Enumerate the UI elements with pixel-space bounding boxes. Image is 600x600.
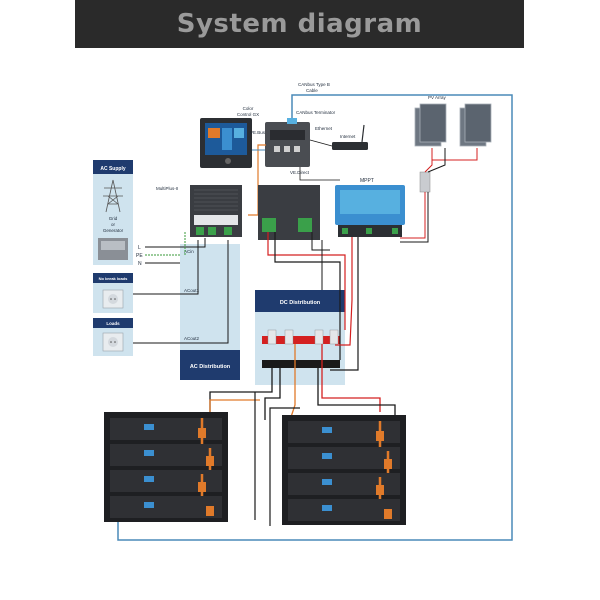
battery-rack-left: [104, 412, 228, 522]
router: Ethernet Internet: [309, 124, 368, 150]
svg-text:Color: Color: [243, 106, 254, 111]
pv-combiner: [419, 171, 431, 193]
color-control-gx: Color Control GX: [200, 106, 259, 168]
gx-hub: CANbus Type B Cable CANbus Terminator VE…: [250, 82, 336, 167]
ac-distribution-panel: AC Distribution ACin ACout1 ACout2: [180, 244, 240, 380]
pv-array: PV Array: [414, 95, 492, 193]
svg-text:ACin: ACin: [184, 249, 194, 254]
page-title: System diagram: [176, 9, 423, 39]
svg-text:MPPT: MPPT: [360, 178, 374, 184]
title-banner: System diagram: [75, 0, 524, 48]
svg-text:Cable: Cable: [306, 88, 318, 93]
solar-panel-icon: [414, 103, 447, 147]
svg-text:Loads: Loads: [106, 321, 120, 326]
svg-text:No break loads: No break loads: [99, 276, 128, 281]
battery-rack-right: [282, 415, 406, 525]
svg-text:or: or: [111, 222, 116, 227]
svg-text:VE.Bus: VE.Bus: [250, 130, 266, 135]
loads: Loads: [93, 318, 133, 356]
vebus-cable: [248, 144, 266, 216]
svg-text:CANbus Terminator: CANbus Terminator: [296, 110, 336, 115]
ac-supply-panel: AC Supply Grid or Generator: [93, 160, 133, 265]
dc-distribution-label: DC Distribution: [280, 300, 321, 306]
no-break-loads: No break loads: [93, 273, 133, 313]
svg-text:PV Array: PV Array: [428, 95, 447, 100]
svg-text:MultiPlus-II: MultiPlus-II: [156, 186, 178, 191]
dc-connection-box: VE.Direct: [258, 170, 320, 240]
dc-distribution-panel: DC Distribution: [255, 290, 345, 385]
svg-text:Generator: Generator: [103, 228, 124, 233]
svg-text:PE: PE: [136, 253, 143, 259]
svg-text:L: L: [138, 245, 141, 251]
ac-supply-label: AC Supply: [100, 166, 125, 172]
svg-text:Grid: Grid: [109, 216, 118, 221]
svg-text:CANbus Type B: CANbus Type B: [298, 82, 330, 87]
svg-text:Internet: Internet: [340, 134, 356, 139]
svg-text:ACout1: ACout1: [184, 288, 200, 293]
svg-text:N: N: [138, 261, 142, 267]
grid-terminals: L PE N: [136, 245, 180, 267]
pylon-icon: [103, 179, 123, 213]
solar-panel-icon: [459, 103, 492, 147]
multiplus-inverter: MultiPlus-II: [156, 185, 242, 237]
ac-distribution-label: AC Distribution: [190, 364, 231, 370]
mppt-charger: MPPT: [335, 178, 405, 237]
svg-text:Control GX: Control GX: [237, 112, 259, 117]
svg-text:ACout2: ACout2: [184, 336, 200, 341]
svg-text:Ethernet: Ethernet: [315, 126, 333, 131]
